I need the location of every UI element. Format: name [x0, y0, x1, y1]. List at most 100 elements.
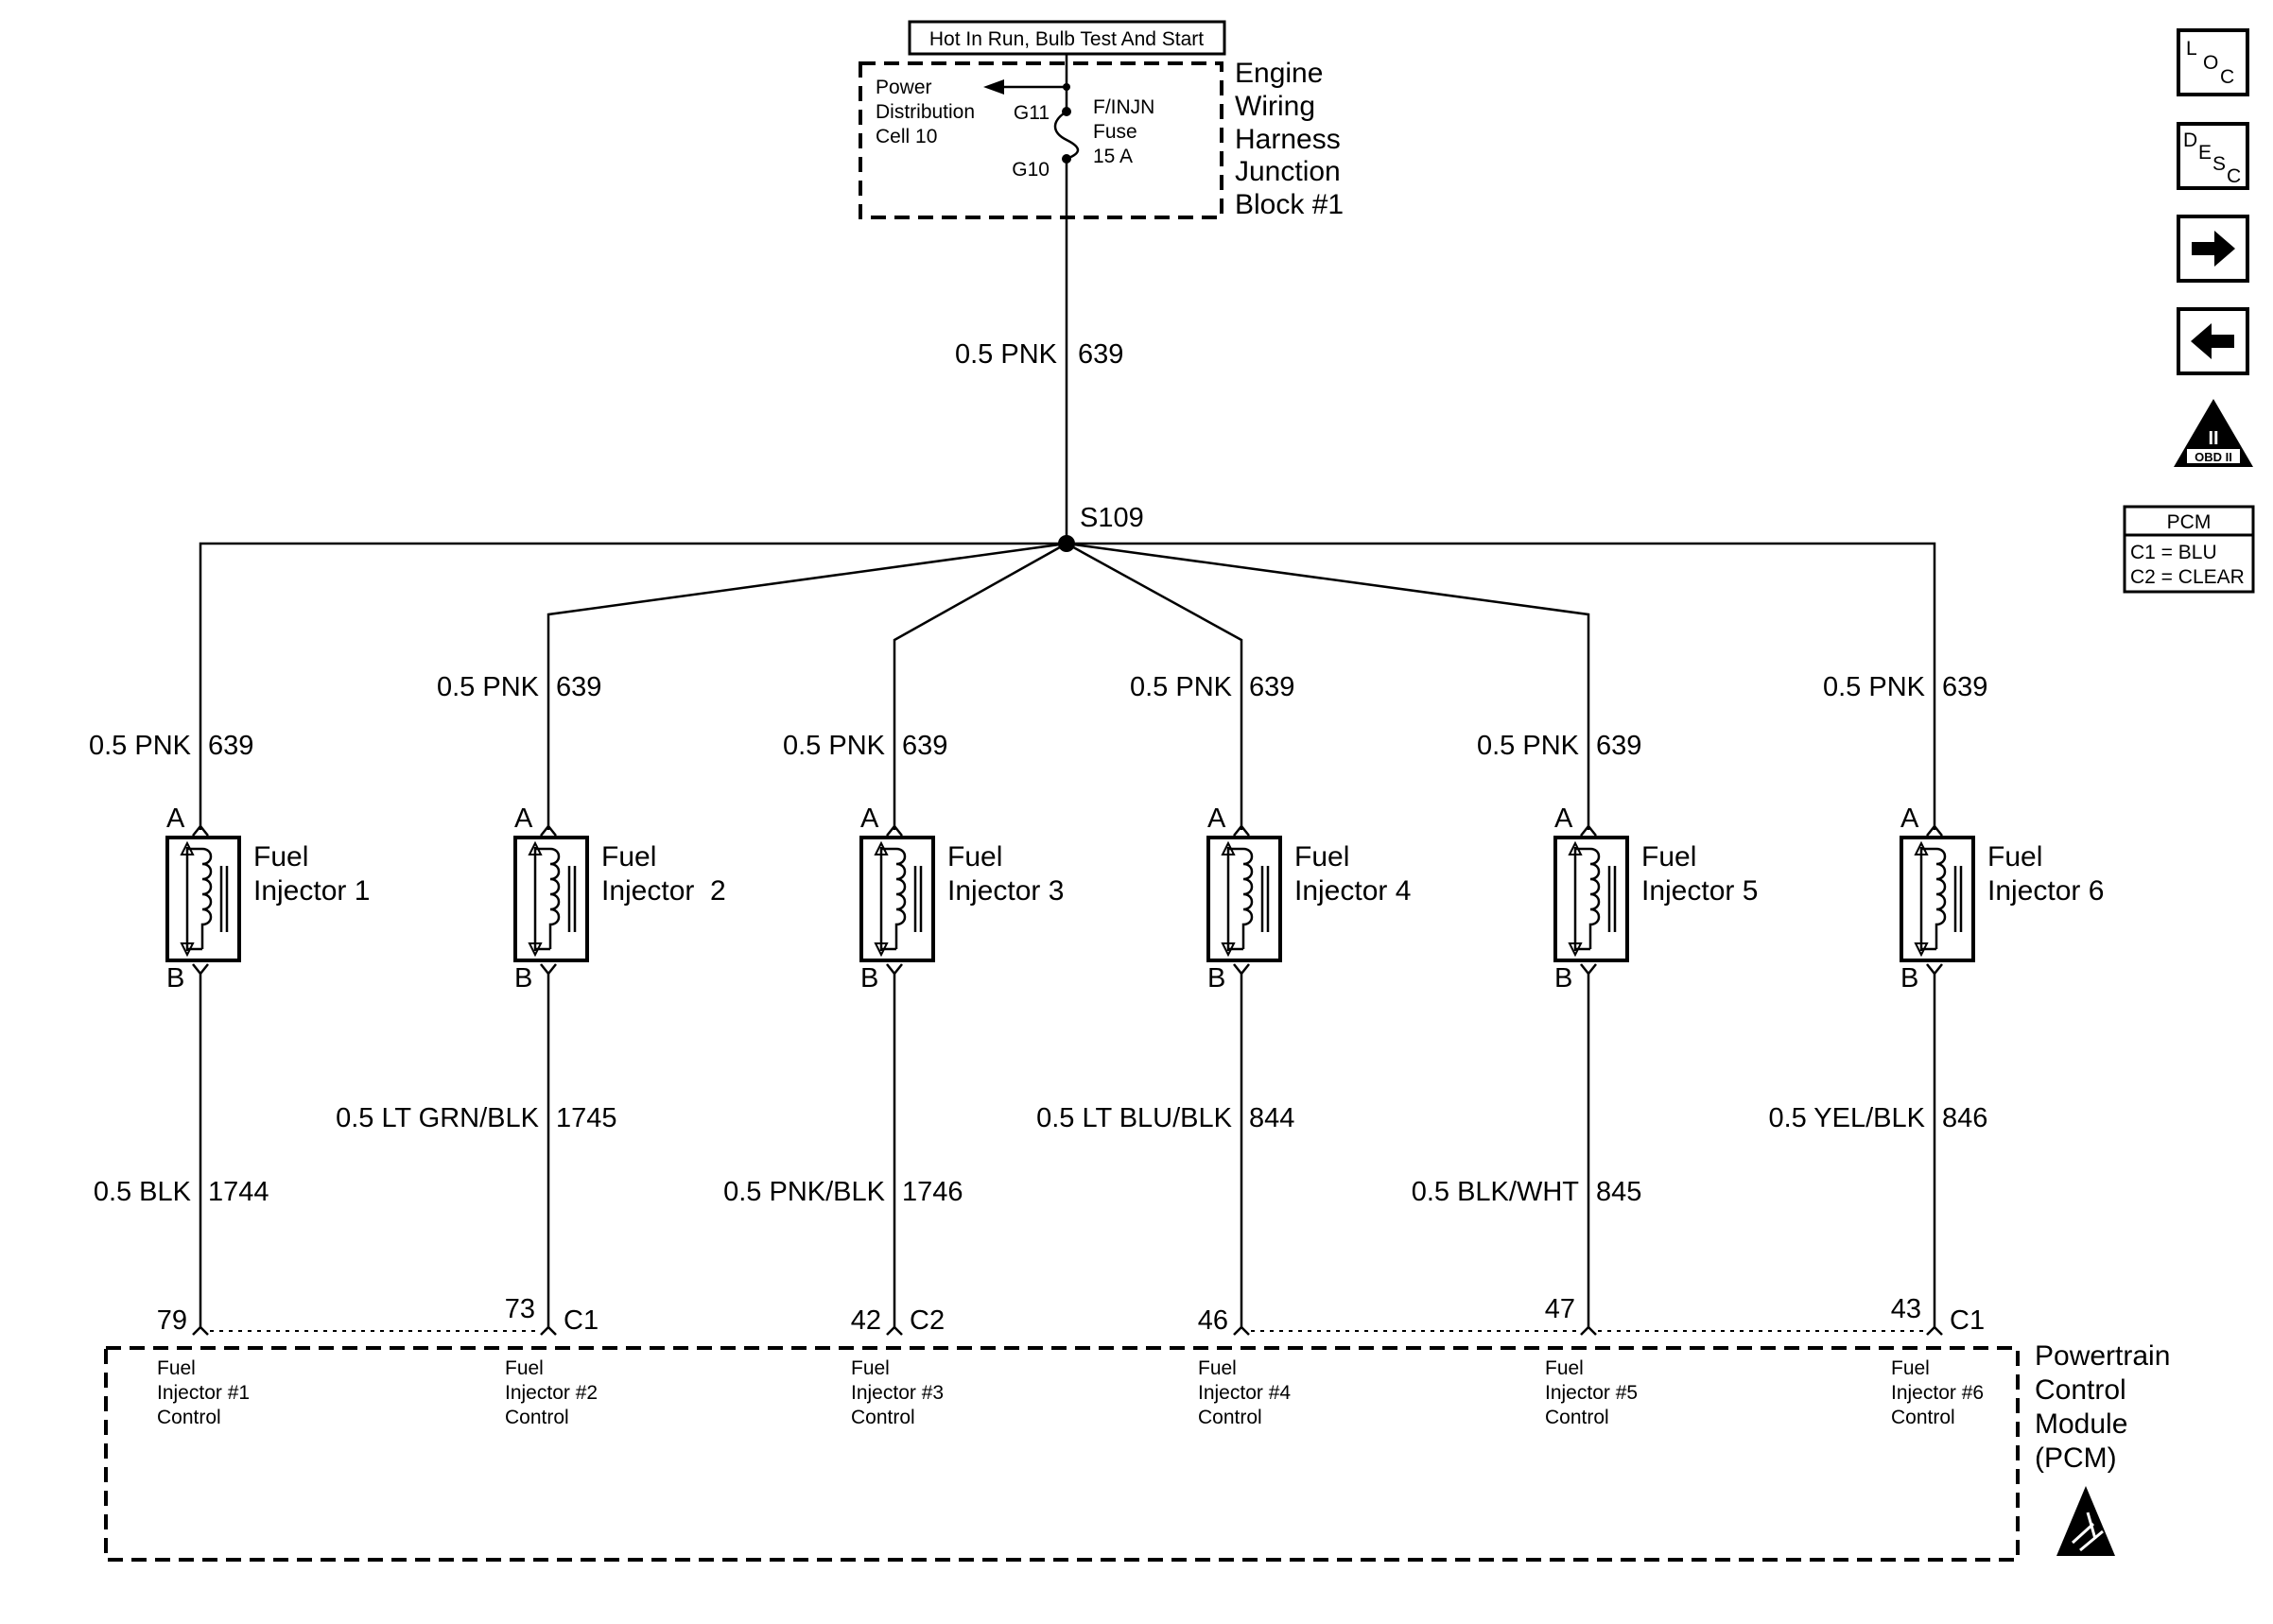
- fuse-label-line-3: 15 A: [1093, 146, 1133, 167]
- svg-text:E: E: [2198, 142, 2212, 164]
- pcm-title-line-4: (PCM): [2035, 1443, 2117, 1474]
- pcm-pin-number: 79: [157, 1305, 187, 1336]
- next-arrow-button[interactable]: [2177, 215, 2249, 283]
- pin-b-label: B: [1900, 963, 1918, 993]
- svg-text:C: C: [2220, 66, 2234, 88]
- pdc-label-line-3: Cell 10: [876, 126, 937, 147]
- pcm-pin-number: 42: [851, 1305, 881, 1336]
- control-wire-gauge: 0.5 LT GRN/BLK: [336, 1103, 540, 1133]
- injector-name-line-2: Injector 1: [253, 875, 370, 907]
- injector-body: [859, 836, 935, 962]
- svg-text:D: D: [2183, 130, 2197, 151]
- pcm-label-line-1: Fuel: [157, 1357, 196, 1379]
- injector-name-line-2: Injector 2: [601, 875, 726, 907]
- pcm-label-line-3: Control: [505, 1407, 569, 1428]
- control-wire-gauge: 0.5 LT BLU/BLK: [1036, 1103, 1233, 1133]
- pcm-title-line-3: Module: [2035, 1408, 2127, 1440]
- fuse-label-line-2: Fuse: [1093, 121, 1137, 143]
- feed-wire-gauge: 0.5 PNK: [437, 672, 540, 702]
- feed-wire-circuit: 639: [556, 672, 601, 702]
- coil-icon: [1935, 847, 1947, 949]
- fuse-label-line-1: F/INJN: [1093, 96, 1154, 118]
- pcm-label-line-3: Control: [157, 1407, 221, 1428]
- pcm-legend: PCM C1 = BLU C2 = CLEAR: [2123, 505, 2255, 594]
- feed-wire: [893, 542, 1067, 830]
- g11-label: G11: [1014, 102, 1050, 124]
- coil-icon: [1588, 847, 1601, 949]
- control-wire-circuit: 1745: [556, 1103, 617, 1133]
- connector-label: C2: [910, 1305, 945, 1336]
- svg-text:S: S: [2212, 153, 2226, 175]
- injector-name-line-1: Fuel: [601, 841, 656, 872]
- pcm-label-line-3: Control: [851, 1407, 915, 1428]
- feed-wire: [1066, 542, 1590, 830]
- pin-b-label: B: [1207, 963, 1225, 993]
- svg-text:O: O: [2203, 52, 2218, 74]
- control-wire-circuit: 845: [1596, 1177, 1641, 1207]
- control-wire-circuit: 844: [1249, 1103, 1294, 1133]
- junction-block: Power Distribution Cell 10 G11 G10 F/INJ…: [859, 58, 1344, 220]
- pcm-title-line-2: Control: [2035, 1374, 2126, 1406]
- arrow-right-icon: [2192, 231, 2235, 267]
- control-wire-circuit: 1746: [902, 1177, 963, 1207]
- coil-icon: [548, 847, 561, 949]
- pcm-legend-line-2: C2 = CLEAR: [2130, 566, 2245, 588]
- injector-body: [1553, 836, 1629, 962]
- connector-label: C1: [564, 1305, 599, 1336]
- injector-name-line-1: Fuel: [1294, 841, 1349, 872]
- feed-wire-gauge: 0.5 PNK: [89, 731, 192, 761]
- pin-b-label: B: [860, 963, 878, 993]
- feed-wire-circuit: 639: [208, 731, 253, 761]
- pcm-label-line-3: Control: [1891, 1407, 1955, 1428]
- jb-title-line-1: Engine: [1235, 58, 1323, 89]
- jb-title-line-4: Junction: [1235, 156, 1341, 187]
- pcm-title-line-1: Powertrain: [2035, 1340, 2170, 1372]
- pcm-module: Powertrain Control Module (PCM): [104, 1340, 2170, 1562]
- pcm-label-line-3: Control: [1198, 1407, 1262, 1428]
- g10-label: G10: [1012, 159, 1050, 181]
- jb-title-line-5: Block #1: [1235, 189, 1344, 220]
- hot-label: Hot In Run, Bulb Test And Start: [908, 20, 1226, 56]
- jb-title-line-2: Wiring: [1235, 91, 1315, 122]
- pcm-label-line-1: Fuel: [1891, 1357, 1930, 1379]
- control-wire-gauge: 0.5 BLK: [94, 1177, 192, 1207]
- esd-warning-icon: [2056, 1486, 2115, 1556]
- feed-wire-circuit: 639: [902, 731, 947, 761]
- feed-wire-gauge: 0.5 PNK: [1477, 731, 1580, 761]
- pin-b-label: B: [166, 963, 184, 993]
- coil-icon: [1241, 847, 1254, 949]
- pdc-label-line-2: Distribution: [876, 101, 975, 123]
- pcm-pin-number: 46: [1198, 1305, 1228, 1336]
- injector-name-line-1: Fuel: [1987, 841, 2042, 872]
- splice-label: S109: [1080, 503, 1144, 533]
- feed-wire: [547, 542, 1067, 830]
- loc-button[interactable]: L O C: [2177, 28, 2249, 96]
- pin-a-label: A: [514, 803, 533, 834]
- pcm-label-line-2: Injector #4: [1198, 1382, 1291, 1404]
- pin-a-label: A: [166, 803, 185, 834]
- prev-arrow-button[interactable]: [2177, 307, 2249, 375]
- injector-body: [1900, 836, 1975, 962]
- desc-button[interactable]: D E S C: [2177, 122, 2249, 190]
- svg-text:C: C: [2227, 165, 2241, 187]
- pcm-legend-line-1: C1 = BLU: [2130, 542, 2217, 563]
- control-wire-circuit: 1744: [208, 1177, 269, 1207]
- connector-label: C1: [1950, 1305, 1985, 1336]
- control-wire-circuit: 846: [1942, 1103, 1987, 1133]
- pin-a-label: A: [860, 803, 879, 834]
- feed-wire-circuit: 639: [1596, 731, 1641, 761]
- injector-name-line-1: Fuel: [947, 841, 1002, 872]
- svg-text:OBD II: OBD II: [2195, 450, 2232, 464]
- pcm-pin-number: 73: [505, 1294, 535, 1324]
- pcm-label-line-1: Fuel: [1198, 1357, 1237, 1379]
- pcm-pin-number: 47: [1545, 1294, 1575, 1324]
- coil-icon: [200, 847, 213, 949]
- injector-name-line-1: Fuel: [253, 841, 308, 872]
- pcm-label-line-1: Fuel: [1545, 1357, 1584, 1379]
